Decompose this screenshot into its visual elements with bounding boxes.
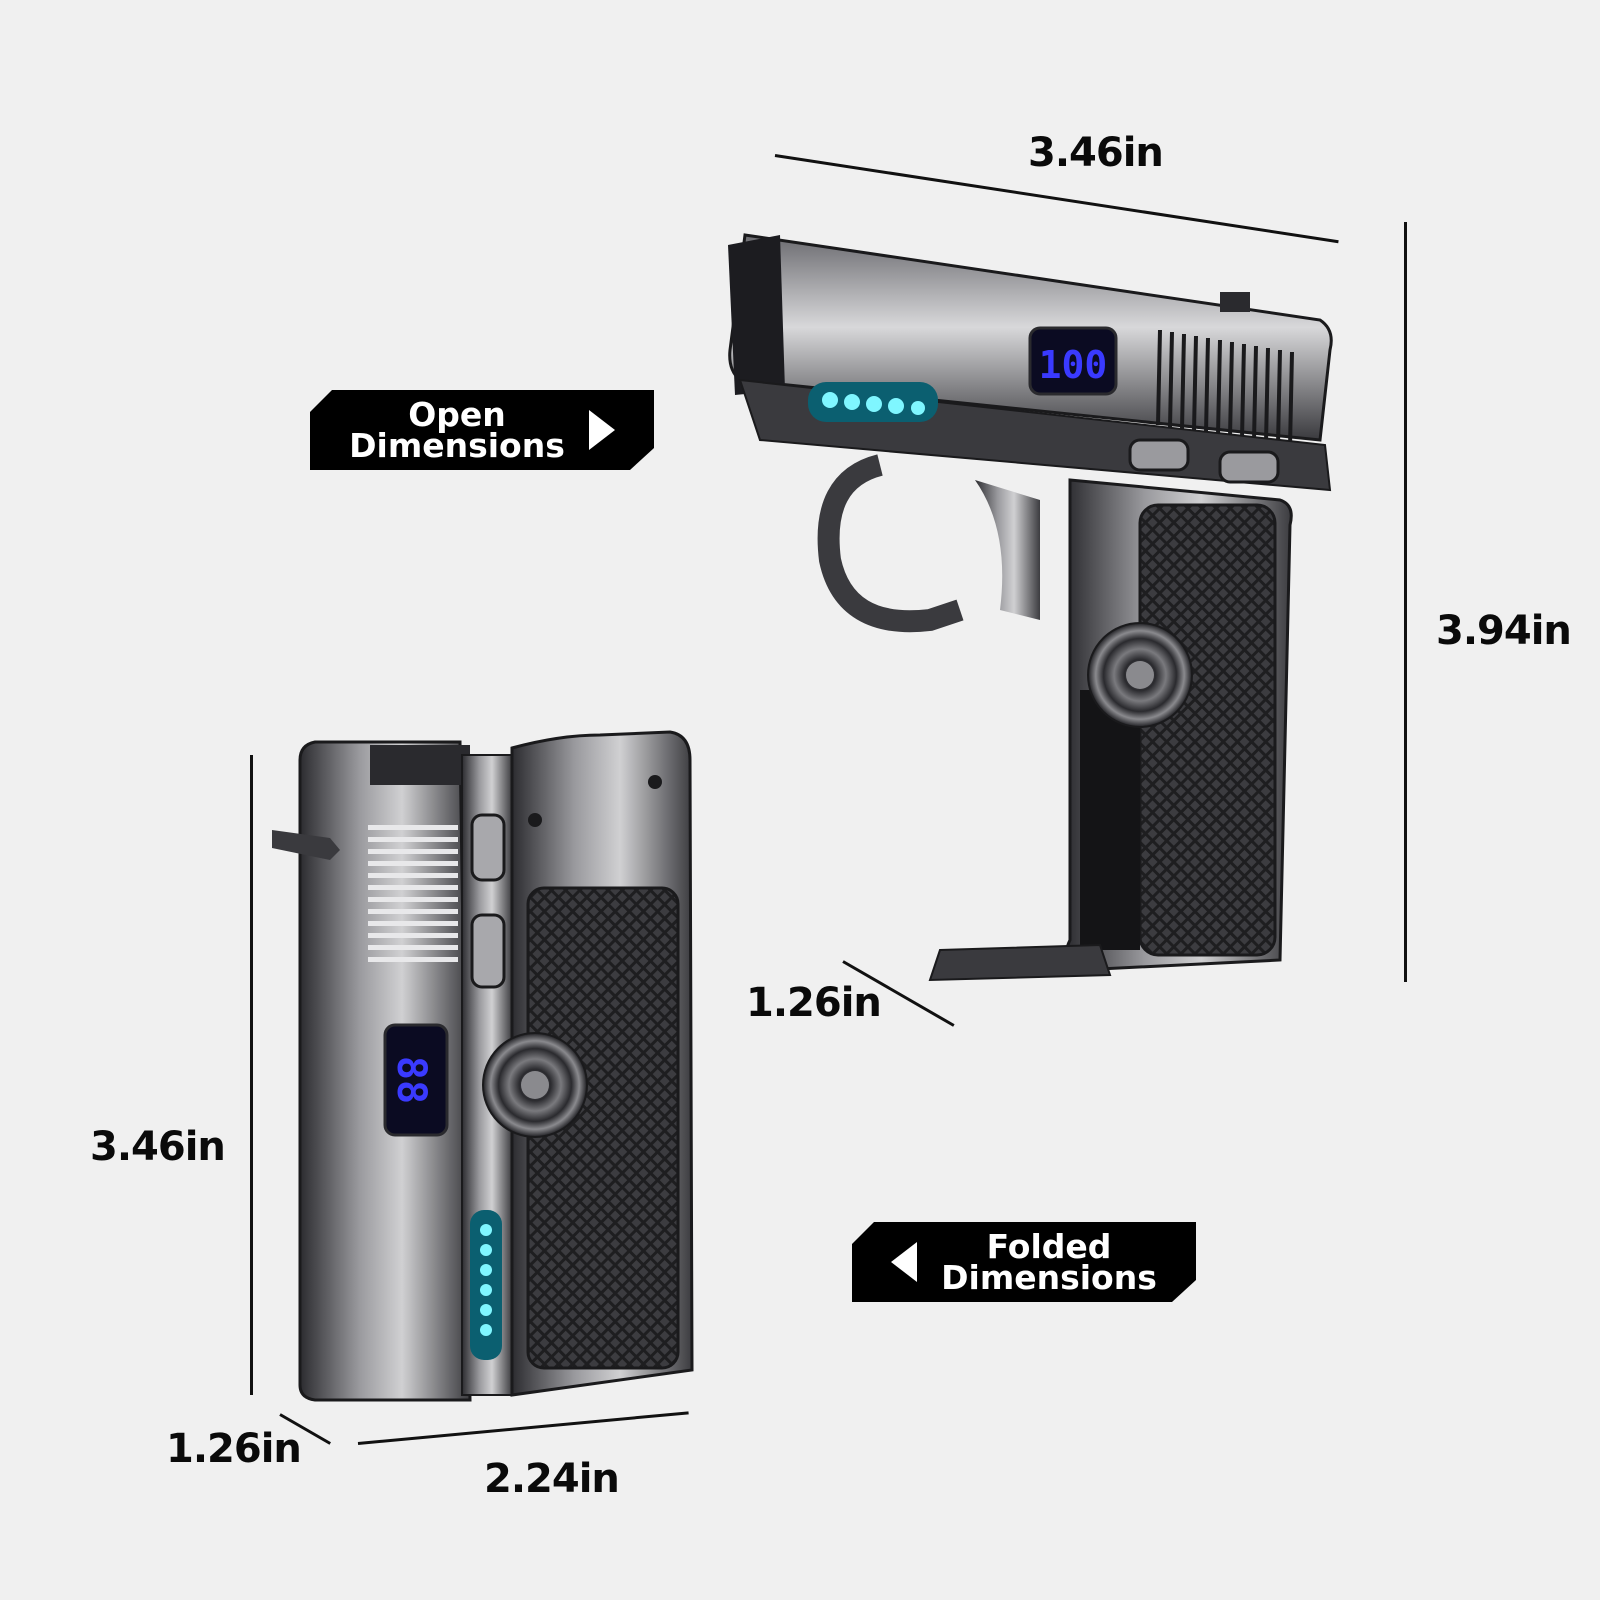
open-badge-text: Open Dimensions: [349, 395, 565, 465]
open-height-label: 3.94in: [1436, 608, 1572, 654]
open-length-label: 3.46in: [1028, 130, 1164, 176]
folded-badge-text: Folded Dimensions: [941, 1227, 1157, 1297]
open-dimensions-badge: Open Dimensions: [310, 390, 654, 470]
svg-text:100: 100: [1039, 343, 1108, 387]
folded-width-label: 2.24in: [484, 1456, 620, 1502]
open-device: 100: [728, 233, 1333, 982]
open-height-line: [1404, 222, 1407, 982]
svg-text:88: 88: [388, 1056, 434, 1104]
triangle-left-icon: [891, 1242, 918, 1282]
folded-device: 88: [272, 730, 694, 1402]
folded-height-label: 3.46in: [90, 1124, 226, 1170]
folded-dimensions-badge: Folded Dimensions: [852, 1222, 1196, 1302]
folded-depth-label: 1.26in: [166, 1426, 302, 1472]
open-depth-label: 1.26in: [746, 980, 882, 1026]
triangle-right-icon: [588, 410, 615, 450]
folded-height-line: [250, 755, 253, 1395]
